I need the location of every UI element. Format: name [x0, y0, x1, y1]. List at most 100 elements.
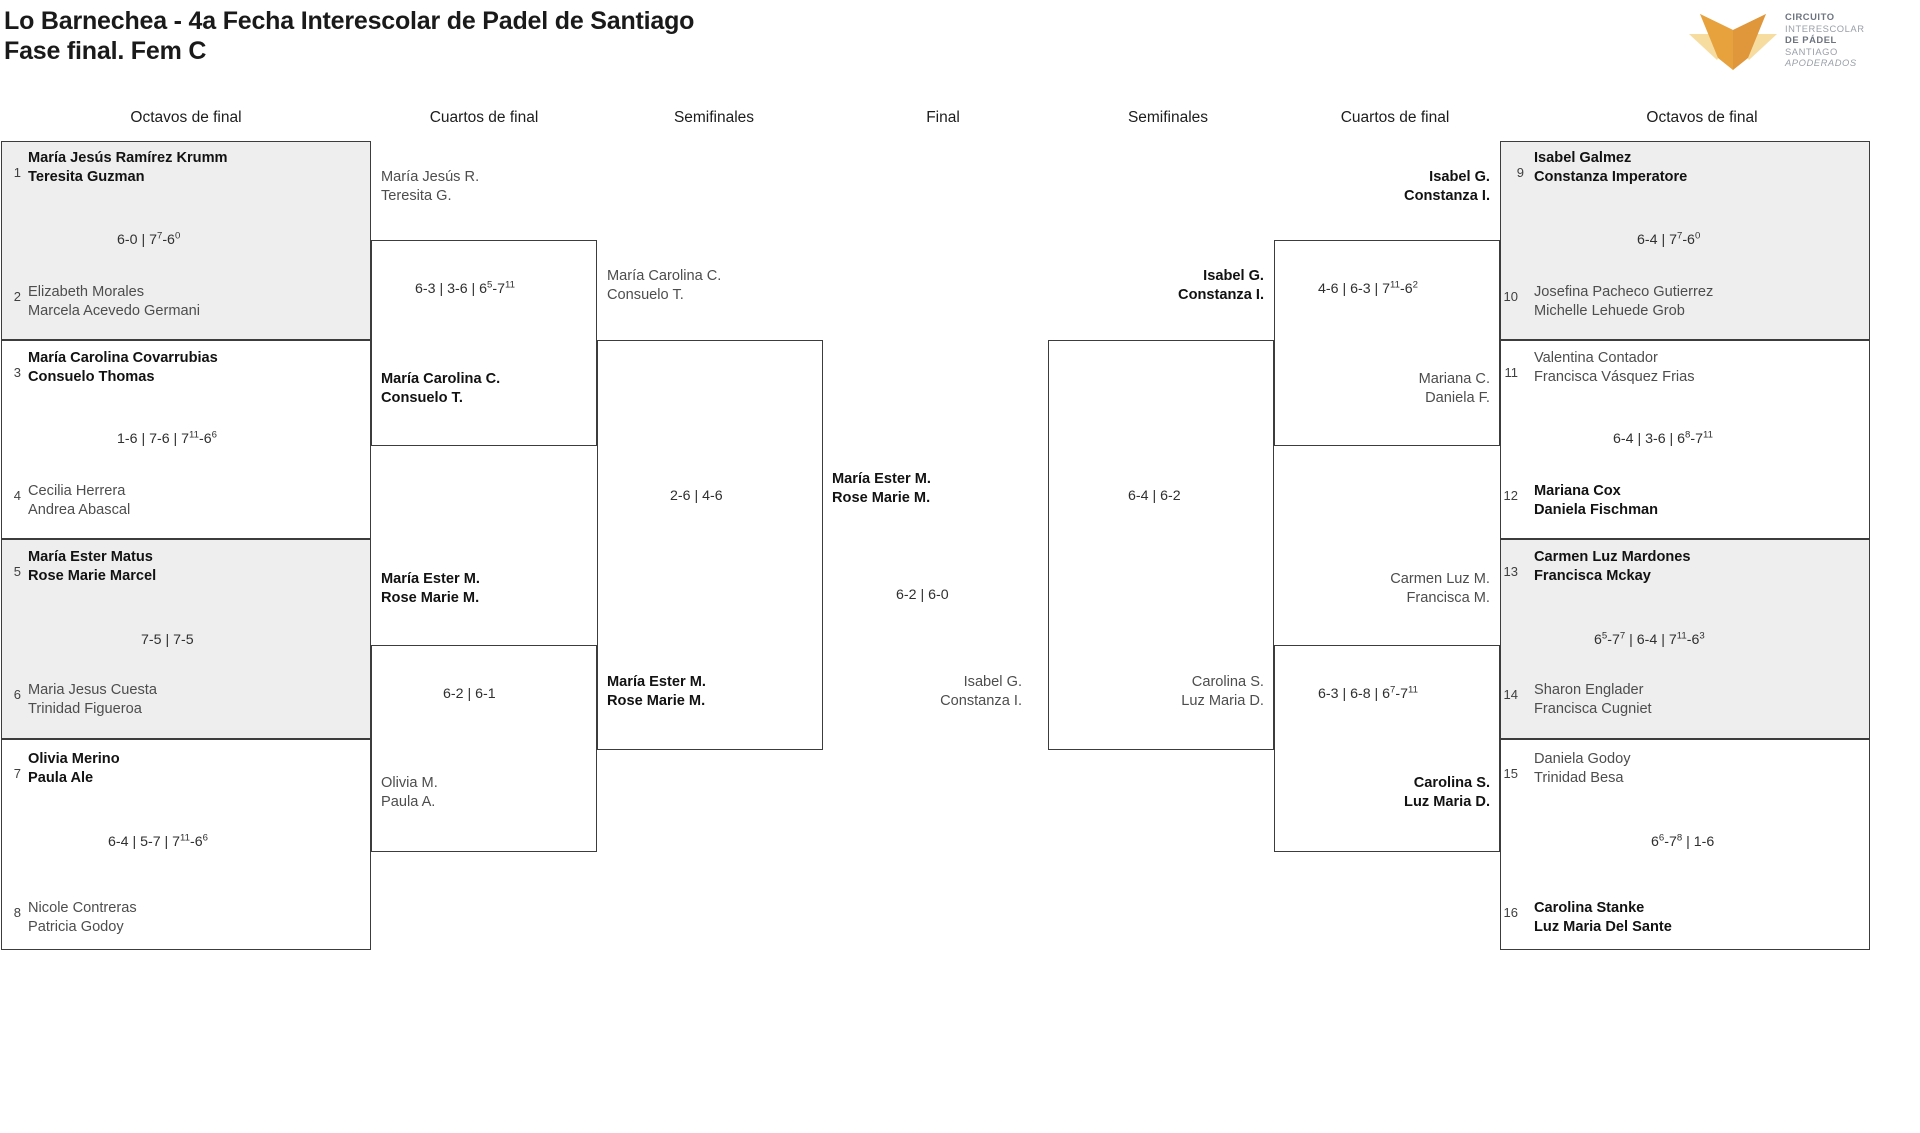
match-score: 6-3 | 6-8 | 67-711	[1318, 684, 1418, 702]
logo-line-2: INTERESCOLAR	[1785, 22, 1865, 34]
player-name: Isabel G.	[963, 674, 1022, 690]
match-box-left-r16-3[interactable]	[1, 539, 371, 739]
player-name: Andrea Abascal	[28, 501, 131, 518]
team-right-r16-4-bottom: Carolina Stanke Luz Maria Del Sante	[1534, 899, 1672, 937]
player-name: Francisca Mckay	[1534, 567, 1651, 584]
team-left-r16-4-top: Olivia Merino Paula Ale	[28, 750, 120, 788]
team-right-qf-1-top: Isabel G. Constanza I.	[1264, 168, 1490, 206]
match-box-right-r16-1[interactable]	[1500, 141, 1870, 340]
team-left-r16-1-bottom: Elizabeth Morales Marcela Acevedo German…	[28, 283, 200, 321]
player-name: Olivia Merino	[28, 751, 120, 767]
seed-number: 16	[1503, 905, 1518, 920]
player-name: Olivia M.	[381, 775, 438, 791]
seed-number: 8	[13, 905, 21, 920]
match-score: 6-4 | 6-2	[1128, 488, 1181, 504]
team-right-qf-2-bottom: Carolina S. Luz Maria D.	[1264, 774, 1490, 812]
team-right-r16-1-top: Isabel Galmez Constanza Imperatore	[1534, 149, 1687, 187]
match-score: 65-77 | 6-4 | 711-63	[1594, 630, 1705, 648]
team-final-bottom: Isabel G. Constanza I.	[706, 673, 1022, 711]
seed-number: 4	[13, 488, 21, 503]
player-name: Francisca Vásquez Frias	[1534, 368, 1695, 385]
match-box-right-r16-2[interactable]	[1500, 340, 1870, 539]
player-name: Elizabeth Morales	[28, 284, 144, 300]
player-name: Teresita G.	[381, 187, 452, 204]
player-name: María Ester Matus	[28, 549, 153, 565]
player-name: Trinidad Besa	[1534, 769, 1624, 786]
team-left-r16-3-top: María Ester Matus Rose Marie Marcel	[28, 548, 156, 586]
team-left-r16-2-bottom: Cecilia Herrera Andrea Abascal	[28, 482, 130, 520]
player-name: Daniela Godoy	[1534, 751, 1631, 767]
player-name: Constanza Imperatore	[1534, 168, 1688, 185]
match-box-right-r16-3[interactable]	[1500, 539, 1870, 739]
seed-number: 2	[13, 289, 21, 304]
match-box-right-qf-2[interactable]	[1274, 645, 1500, 852]
player-name: Nicole Contreras	[28, 900, 137, 916]
match-box-left-r16-1[interactable]	[1, 141, 371, 340]
seed-number: 13	[1503, 564, 1518, 579]
match-score: 6-3 | 3-6 | 65-711	[415, 279, 515, 297]
seed-number: 3	[13, 365, 21, 380]
team-right-r16-2-top: Valentina Contador Francisca Vásquez Fri…	[1534, 349, 1695, 387]
match-box-right-qf-1[interactable]	[1274, 240, 1500, 446]
player-name: Cecilia Herrera	[28, 483, 126, 499]
player-name: Rose Marie M.	[607, 692, 706, 709]
player-name: María Carolina C.	[381, 371, 501, 387]
match-score: 2-6 | 4-6	[670, 488, 723, 504]
team-right-qf-1-bottom: Mariana C. Daniela F.	[1264, 370, 1490, 408]
seed-number: 1	[13, 165, 21, 180]
player-name: Carolina Stanke	[1534, 900, 1645, 916]
team-right-sf-bottom: Carolina S. Luz Maria D.	[1038, 673, 1264, 711]
player-name: Mariana Cox	[1534, 483, 1621, 499]
team-left-qf-1-top: María Jesús R. Teresita G.	[381, 168, 479, 206]
player-name: Michelle Lehuede Grob	[1534, 302, 1685, 319]
round-heading-left-qf: Cuartos de final	[429, 109, 539, 126]
player-name: Rose Marie Marcel	[28, 567, 157, 584]
seed-number: 9	[1516, 165, 1524, 180]
player-name: Carolina S.	[1191, 674, 1264, 690]
match-box-right-sf[interactable]	[1048, 340, 1274, 750]
team-left-r16-2-top: María Carolina Covarrubias Consuelo Thom…	[28, 349, 218, 387]
player-name: Francisca M.	[1406, 589, 1490, 606]
seed-number: 7	[13, 766, 21, 781]
match-box-right-r16-4[interactable]	[1500, 739, 1870, 950]
match-score-final: 6-2 | 6-0	[896, 587, 949, 603]
team-left-r16-3-bottom: Maria Jesus Cuesta Trinidad Figueroa	[28, 681, 157, 719]
player-name: María Ester M.	[607, 674, 706, 690]
match-score: 6-4 | 5-7 | 711-66	[108, 832, 208, 850]
player-name: Francisca Cugniet	[1534, 700, 1652, 717]
match-score: 6-4 | 3-6 | 68-711	[1613, 429, 1713, 447]
player-name: Carmen Luz M.	[1390, 571, 1490, 587]
player-name: Constanza I.	[1178, 286, 1264, 303]
player-name: Luz Maria D.	[1181, 692, 1264, 709]
player-name: Mariana C.	[1418, 371, 1490, 387]
team-left-qf-1-bottom: María Carolina C. Consuelo T.	[381, 370, 500, 408]
round-heading-final: Final	[926, 109, 960, 126]
player-name: María Ester M.	[381, 571, 480, 587]
match-box-left-qf-2[interactable]	[371, 645, 597, 852]
round-heading-right-qf: Cuartos de final	[1340, 109, 1450, 126]
player-name: Maria Jesus Cuesta	[28, 682, 157, 698]
player-name: María Jesús Ramírez Krumm	[28, 150, 228, 166]
player-name: Teresita Guzman	[28, 168, 145, 185]
match-box-left-r16-4[interactable]	[1, 739, 371, 950]
seed-number: 5	[13, 564, 21, 579]
match-box-left-qf-1[interactable]	[371, 240, 597, 446]
seed-number: 14	[1503, 687, 1518, 702]
team-final-top: María Ester M. Rose Marie M.	[832, 470, 931, 508]
player-name: Carolina S.	[1413, 775, 1490, 791]
player-name: Carmen Luz Mardones	[1534, 549, 1691, 565]
logo-text: CIRCUITO INTERESCOLAR DE PÁDEL SANTIAGO …	[1785, 11, 1865, 69]
player-name: Isabel G.	[1429, 169, 1490, 185]
seed-number: 15	[1503, 766, 1518, 781]
player-name: Luz Maria Del Sante	[1534, 918, 1672, 935]
player-name: Isabel Galmez	[1534, 150, 1632, 166]
player-name: Consuelo Thomas	[28, 368, 155, 385]
team-right-sf-top: Isabel G. Constanza I.	[1038, 267, 1264, 305]
round-heading-left-r16: Octavos de final	[130, 109, 242, 126]
match-box-left-r16-2[interactable]	[1, 340, 371, 539]
player-name: Paula Ale	[28, 769, 94, 786]
team-left-sf-top: María Carolina C. Consuelo T.	[607, 267, 721, 305]
player-name: Luz Maria D.	[1404, 793, 1490, 810]
player-name: Isabel G.	[1203, 268, 1264, 284]
round-heading-right-r16: Octavos de final	[1646, 109, 1758, 126]
